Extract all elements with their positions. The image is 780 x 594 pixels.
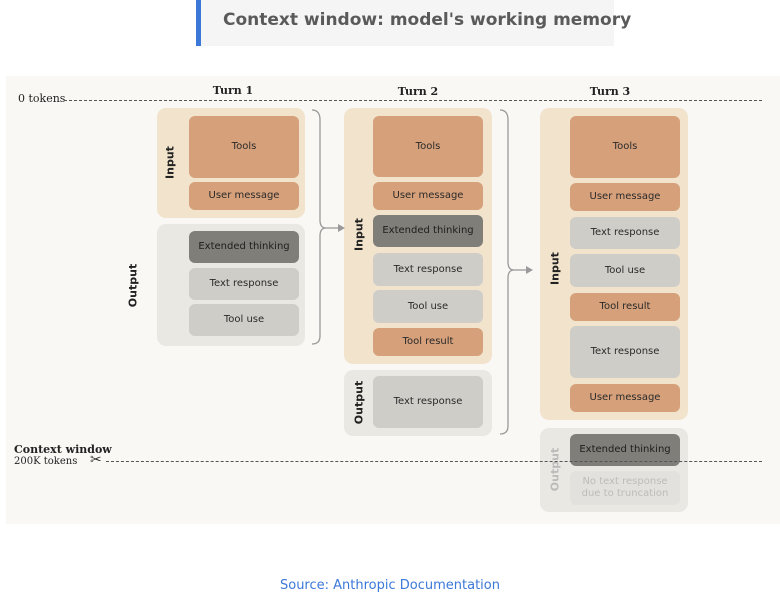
turn-2-tool-use-block: Tool use	[373, 290, 483, 323]
context-window-line	[106, 461, 762, 462]
turn-2-tools-block: Tools	[373, 116, 483, 177]
turn-1-arrow-head	[338, 224, 345, 232]
turn-1-text-response-block: Text response	[189, 268, 299, 300]
turn-3-tool-result-block: Tool result	[570, 293, 680, 321]
turn-3-text-response-block: Text response	[570, 217, 680, 249]
turn-3-text-response-2-block: Text response	[570, 326, 680, 378]
turn-2-text-response-block: Text response	[373, 253, 483, 286]
turn-2-arrow-head	[526, 266, 533, 274]
turn-1-tools-block: Tools	[189, 116, 299, 178]
turn-3-label: Turn 3	[589, 85, 631, 98]
turn-1-extended-thinking-block: Extended thinking	[189, 231, 299, 263]
turn-1-brace	[311, 109, 327, 345]
turn-2-user-message-block: User message	[373, 182, 483, 210]
zero-tokens-label: 0 tokens	[18, 92, 66, 105]
scissors-icon: ✂	[90, 452, 102, 468]
turn-2-brace	[499, 109, 515, 435]
turn-3-tool-use-block: Tool use	[570, 254, 680, 287]
source-caption: Source: Anthropic Documentation	[279, 578, 500, 593]
turn-3-user-message-2-block: User message	[570, 384, 680, 412]
page-title: Context window: model's working memory	[223, 10, 632, 30]
turn-2-label: Turn 2	[397, 85, 439, 98]
turn-2-extended-thinking-block: Extended thinking	[373, 215, 483, 247]
turn-1-tool-use-block: Tool use	[189, 304, 299, 336]
title-bar: Context window: model's working memory	[196, 0, 631, 46]
context-window-label: Context window	[14, 443, 112, 456]
turn-2-output-text-response-block: Text response	[373, 376, 483, 428]
context-window-size-label: 200K tokens	[14, 456, 78, 467]
turn-1-label: Turn 1	[212, 84, 254, 97]
turn-1-user-message-block: User message	[189, 182, 299, 210]
turn-2-tool-result-block: Tool result	[373, 328, 483, 356]
turn-3-user-message-block: User message	[570, 183, 680, 211]
turn-3-truncated-response-block: No text response due to truncation	[570, 471, 680, 505]
turn-3-tools-block: Tools	[570, 116, 680, 178]
zero-tokens-line	[64, 100, 762, 101]
turn-3-extended-thinking-block: Extended thinking	[570, 434, 680, 466]
